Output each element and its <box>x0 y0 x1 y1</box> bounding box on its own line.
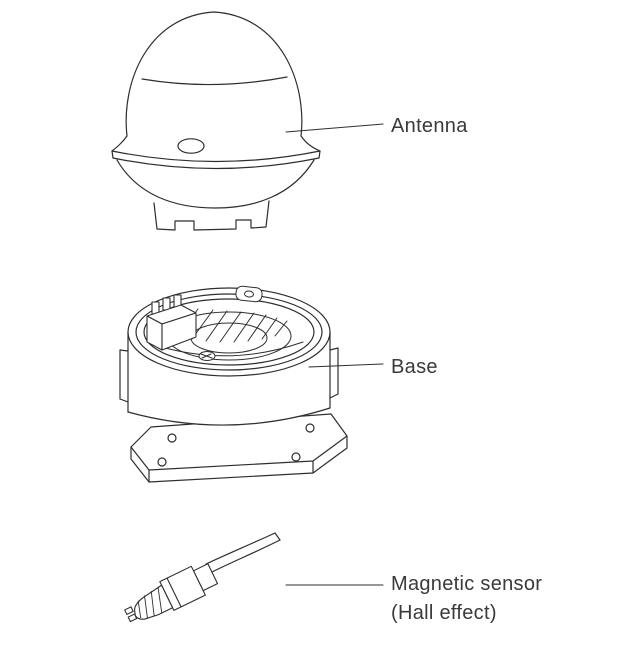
antenna-front-detail <box>178 139 204 153</box>
sensor-illustration <box>120 533 280 630</box>
magnetic-sensor-label: Magnetic sensor (Hall effect) <box>391 570 542 628</box>
base-leader-line <box>309 364 383 367</box>
antenna-dome <box>126 12 302 136</box>
antenna-illustration <box>112 12 320 230</box>
antenna-label: Antenna <box>391 115 468 137</box>
base-cylinder-bottom <box>128 408 330 425</box>
plate-screw-hole <box>168 434 176 442</box>
plate-thickness <box>131 436 347 482</box>
base-rim-inner-2 <box>144 299 314 365</box>
base-floor-front-edge <box>155 342 303 356</box>
sensor-connector <box>120 559 219 629</box>
antenna-dome-seam <box>142 77 287 85</box>
antenna-leader-line <box>286 124 383 132</box>
antenna-flare-left <box>112 136 127 151</box>
connector-side-face <box>162 313 196 350</box>
antenna-rim-left-edge <box>112 151 113 158</box>
antenna-skirt-bottom <box>117 160 314 208</box>
connector-body-line <box>167 578 181 607</box>
cable-cut-end <box>275 533 280 540</box>
base-mounting-plate <box>131 414 347 482</box>
antenna-rim-edge <box>112 151 320 162</box>
connector-nose-hatch <box>132 587 169 622</box>
antenna-flare-right <box>301 136 320 151</box>
base-screw-detail <box>199 352 215 361</box>
sensor-cable <box>206 533 280 572</box>
antenna-mount-tabs <box>154 201 269 230</box>
base-connector-block <box>147 295 196 350</box>
base-rim-inner-1 <box>136 294 322 370</box>
base-cylinder-fill <box>128 332 330 426</box>
antenna-rim-right-edge <box>319 151 320 158</box>
base-illustration <box>120 286 347 482</box>
connector-tip-tooth <box>128 614 136 622</box>
base-label: Base <box>391 356 438 378</box>
base-flange-left <box>120 350 128 402</box>
magnetic-sensor-label-line1: Magnetic sensor <box>391 573 543 595</box>
plate-screw-hole <box>158 458 166 466</box>
connector-pin <box>163 298 170 310</box>
antenna-rim-lower-edge <box>113 158 319 169</box>
base-rim-notch <box>235 286 262 303</box>
plate-screw-hole <box>306 424 314 432</box>
magnetic-sensor-label-line2: (Hall effect) <box>391 602 497 624</box>
base-flange-right <box>330 348 338 398</box>
connector-tip-tooth <box>125 607 133 615</box>
plate-screw-hole <box>292 453 300 461</box>
